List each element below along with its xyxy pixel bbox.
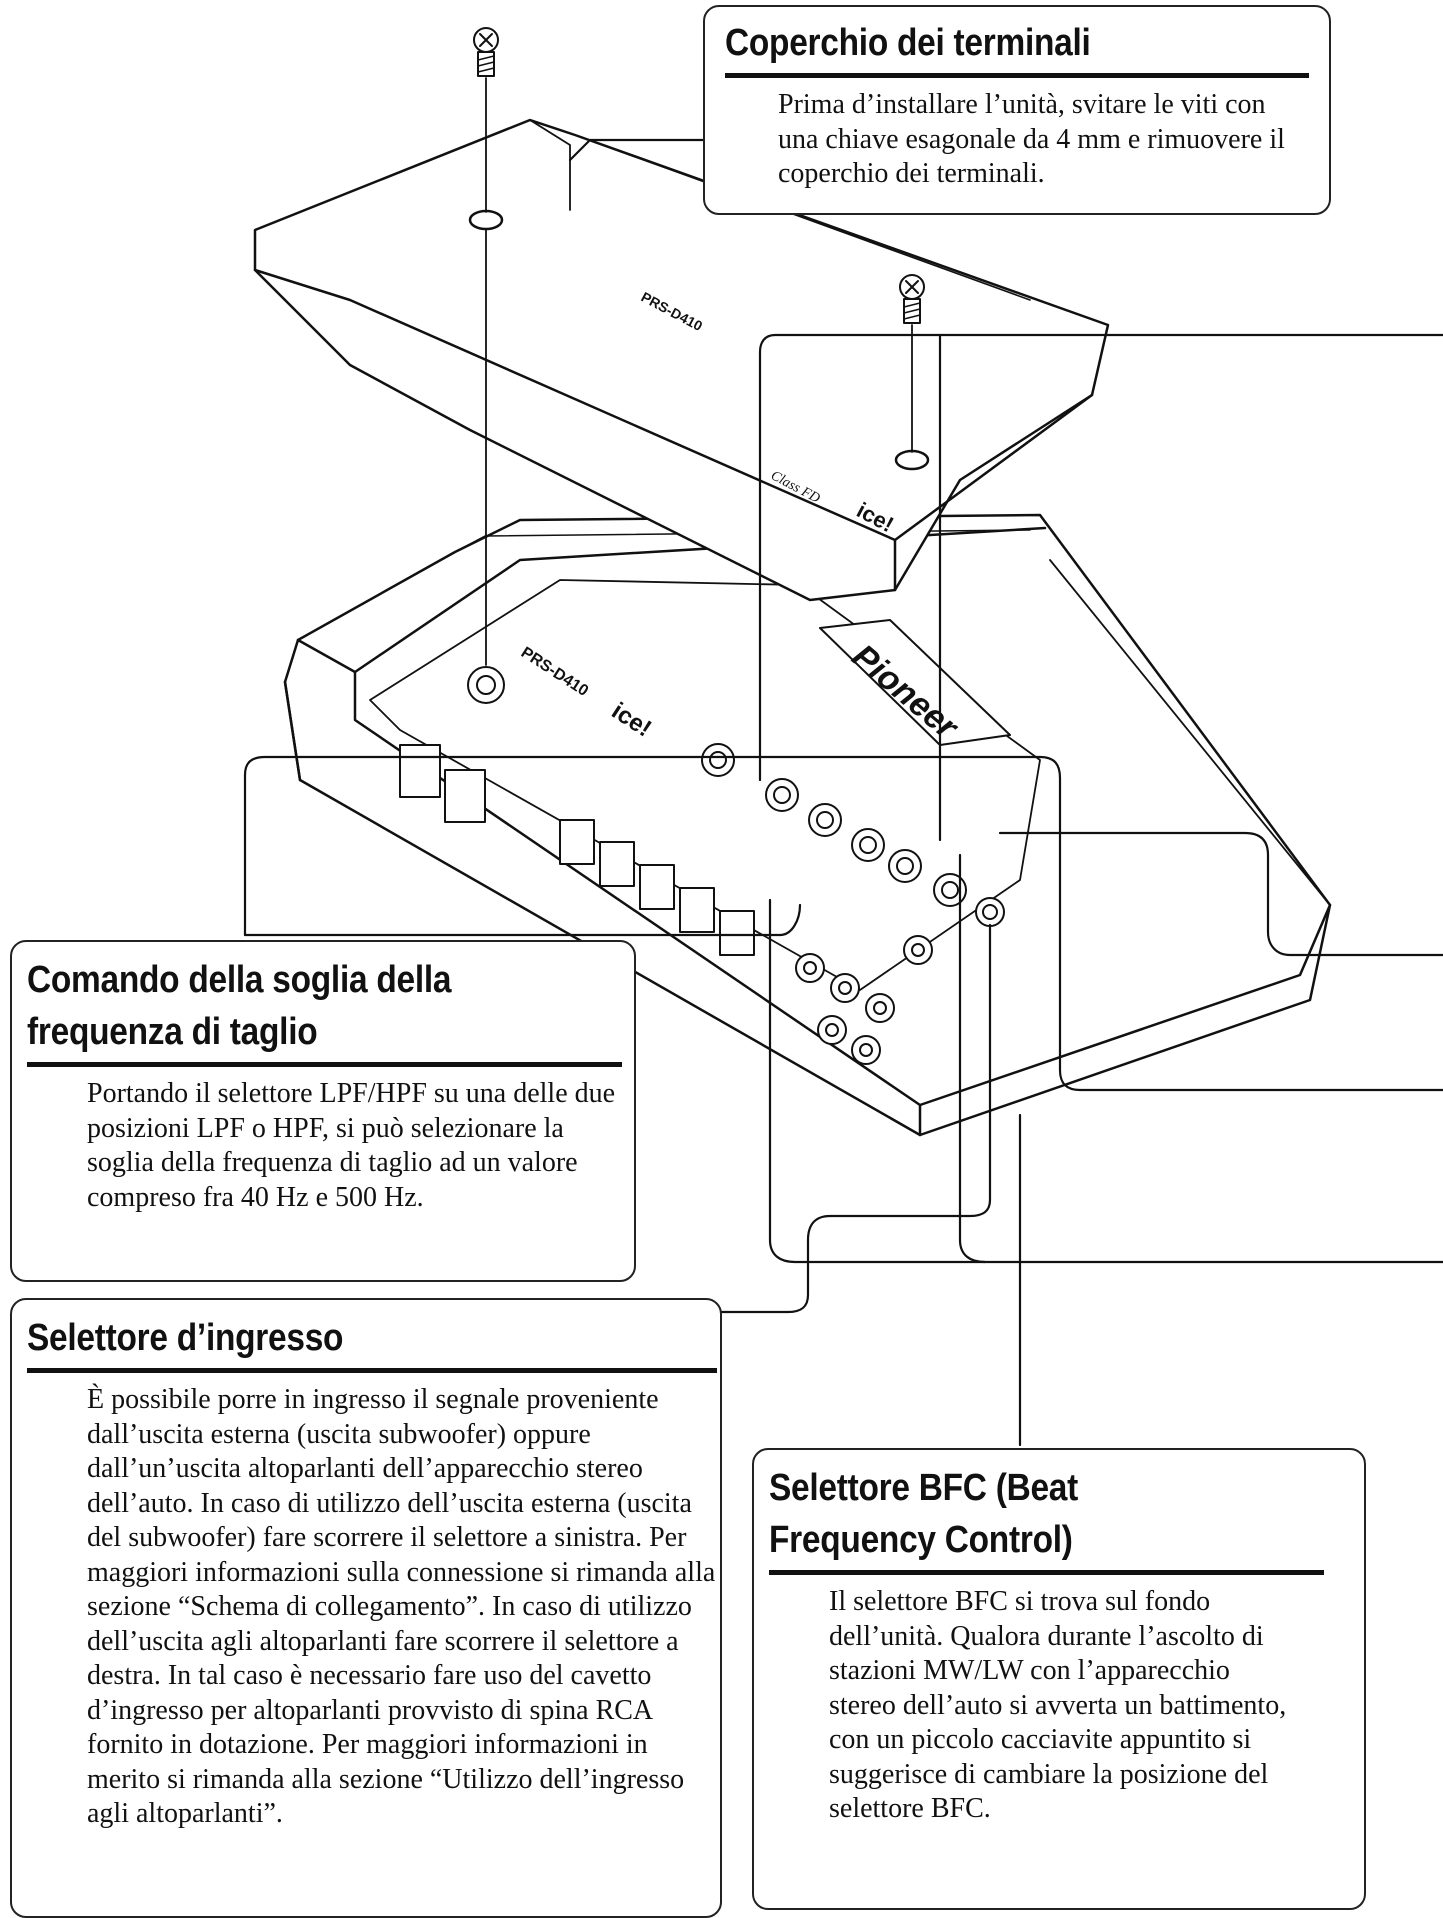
bfc-selector-text: Il selettore BFC si trova sul fondo dell… xyxy=(769,1585,1299,1827)
bfc-selector-callout: Selettore BFC (Beat Frequency Control) I… xyxy=(752,1448,1366,1910)
screw-left xyxy=(474,28,498,76)
screw-right xyxy=(900,275,924,323)
title-rule xyxy=(27,1062,622,1067)
cutoff-frequency-text: Portando il selettore LPF/HPF su una del… xyxy=(27,1077,627,1215)
cutoff-frequency-title-line2: frequenza di taglio xyxy=(27,1006,548,1058)
bfc-selector-title-line1: Selettore BFC (Beat xyxy=(769,1462,1279,1514)
cutoff-frequency-title-line1: Comando della soglia della xyxy=(27,954,548,1006)
terminal-cover-title: Coperchio dei terminali xyxy=(725,17,1239,69)
terminal-cover-callout: Coperchio dei terminali Prima d’installa… xyxy=(703,5,1331,215)
title-rule xyxy=(769,1570,1324,1575)
input-selector-title: Selettore d’ingresso xyxy=(27,1312,624,1364)
title-rule xyxy=(27,1368,717,1373)
input-selector-callout: Selettore d’ingresso È possibile porre i… xyxy=(10,1298,722,1918)
title-rule xyxy=(725,73,1309,78)
bfc-selector-title-line2: Frequency Control) xyxy=(769,1514,1279,1566)
cutoff-frequency-callout: Comando della soglia della frequenza di … xyxy=(10,940,636,1282)
terminal-cover-text: Prima d’installare l’unità, svitare le v… xyxy=(725,88,1288,192)
input-selector-text: È possibile porre in ingresso il segnale… xyxy=(27,1383,727,1832)
